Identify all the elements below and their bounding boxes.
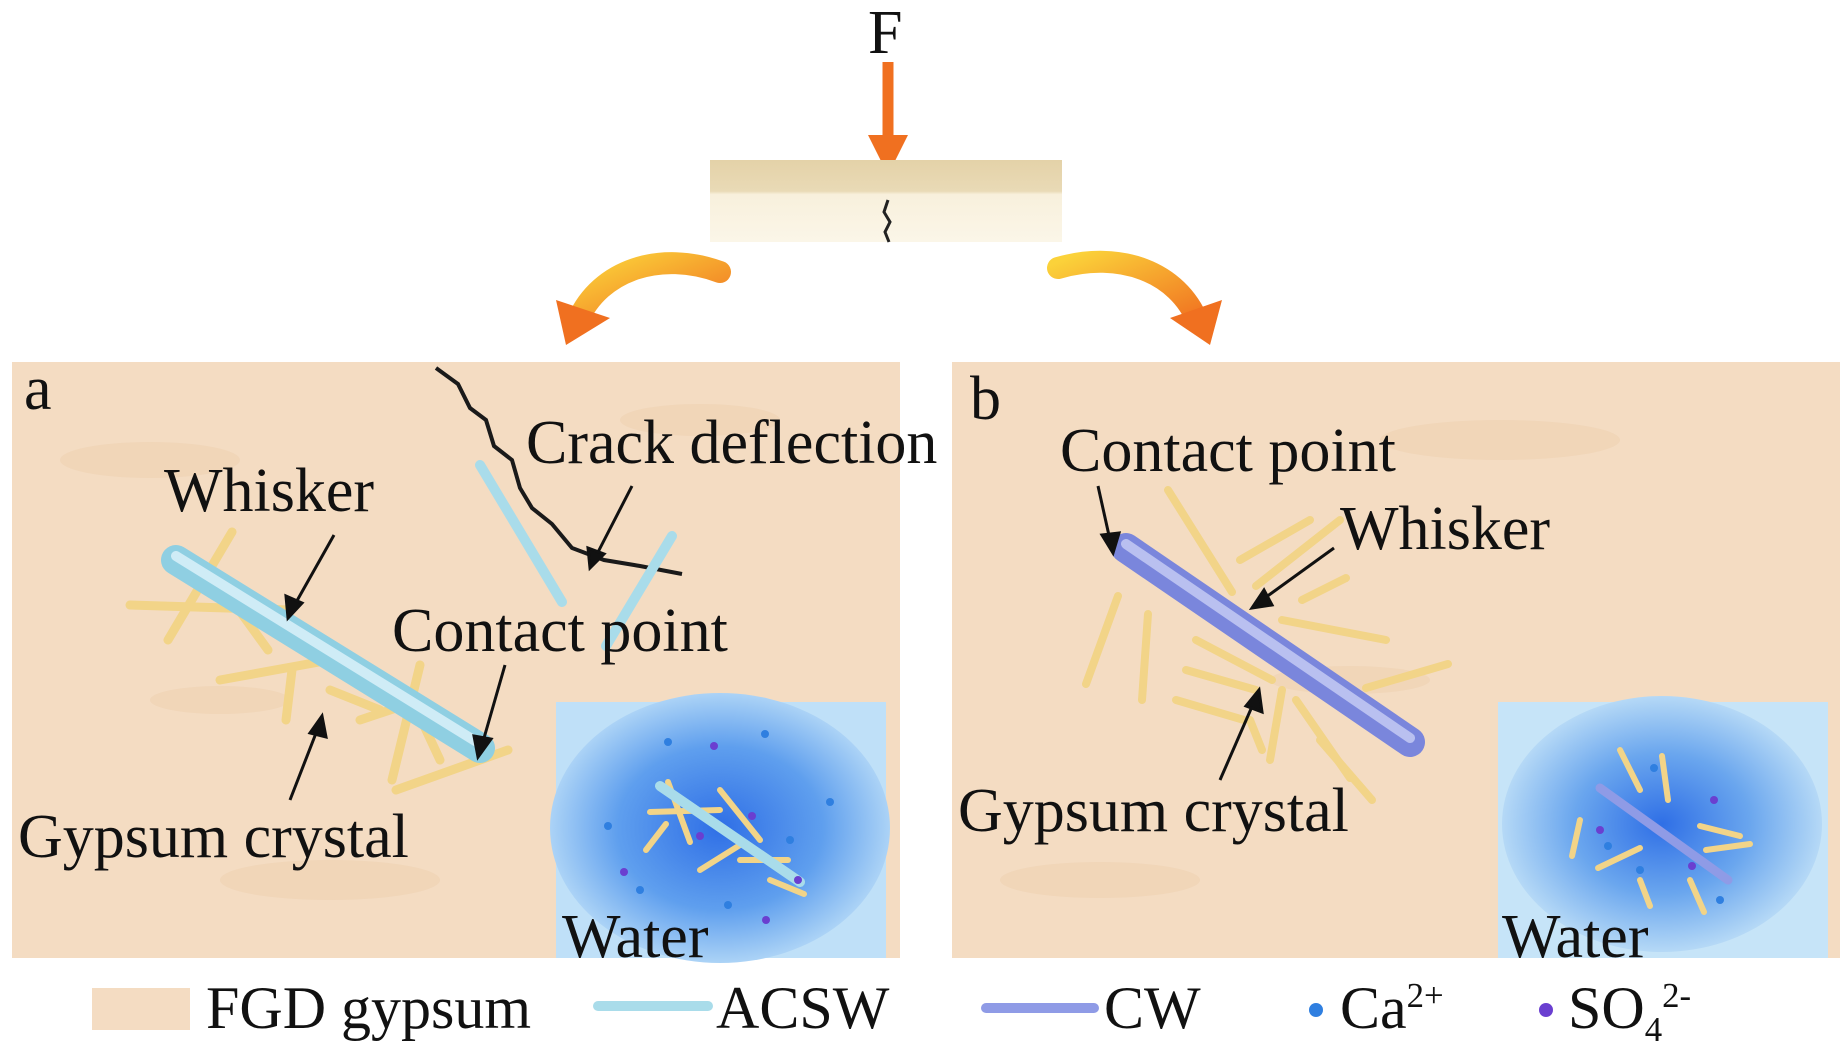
panel-a-letter: a: [24, 355, 52, 423]
crack-line: [434, 366, 683, 576]
legend-swatch-fgd: [92, 988, 190, 1030]
legend-swatch-ca: [1309, 1003, 1323, 1017]
legend-label-acsw: ACSW: [716, 975, 890, 1041]
acsw-fiber: [475, 460, 567, 607]
water-inset-b: [1498, 696, 1828, 958]
gypsum-crystal-label-b: Gypsum crystal: [958, 777, 1349, 845]
legend: [92, 988, 1553, 1030]
force-label: F: [868, 0, 903, 67]
panel-b-letter: b: [970, 365, 1001, 433]
curved-arrow-left: [556, 252, 731, 345]
whisker-label-b: Whisker: [1340, 495, 1551, 563]
acsw-fiber: [601, 531, 677, 651]
legend-label-cw: CW: [1104, 975, 1201, 1041]
water-label-b: Water: [1502, 903, 1649, 971]
so-subscript: 4: [1644, 1010, 1663, 1049]
pointer-arrows-b: [1096, 485, 1335, 781]
legend-label-ca: Ca2+: [1340, 978, 1444, 1038]
water-inset-a: [550, 693, 890, 963]
legend-label-so4: SO42-: [1568, 978, 1691, 1048]
gypsum-crystal-label-a: Gypsum crystal: [18, 803, 409, 871]
ca-text: Ca: [1340, 975, 1407, 1041]
contact-point-label-b: Contact point: [1060, 417, 1396, 485]
whisker-label-a: Whisker: [164, 457, 375, 525]
legend-swatch-so4: [1539, 1003, 1553, 1017]
pointer-arrows-a: [284, 485, 634, 801]
contact-point-label-a: Contact point: [392, 597, 728, 665]
force-arrow: [868, 62, 908, 175]
so-text: SO: [1568, 975, 1645, 1041]
legend-label-fgd: FGD gypsum: [206, 975, 532, 1041]
water-label-a: Water: [562, 903, 709, 971]
specimen-slab: [710, 160, 1062, 243]
gypsum-crystals-b: [1082, 486, 1452, 804]
panel-a: [12, 362, 900, 963]
panel-b: [952, 362, 1840, 958]
so-charge: 2-: [1662, 976, 1692, 1015]
ca-charge: 2+: [1406, 976, 1444, 1015]
curved-arrow-right: [1047, 250, 1222, 345]
crack-deflection-label: Crack deflection: [526, 409, 938, 477]
